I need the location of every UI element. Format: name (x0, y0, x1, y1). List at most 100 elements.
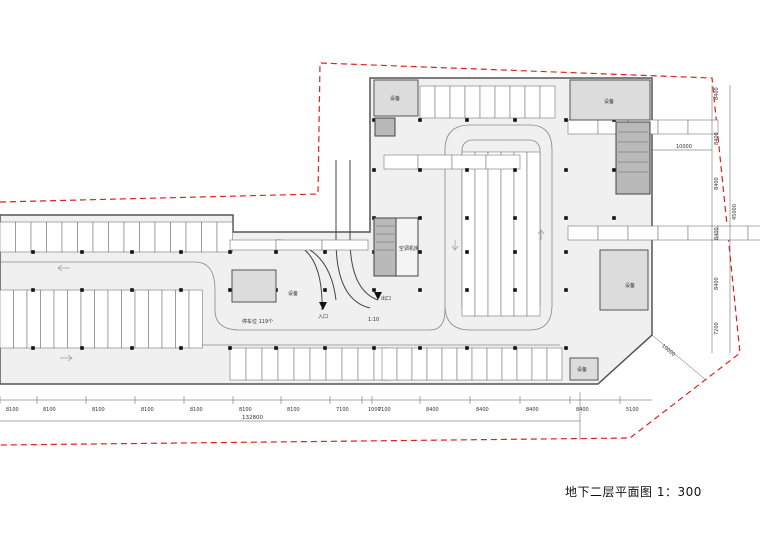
plan-title: 地下二层平面图 1：300 (565, 485, 702, 499)
parking-stall (309, 347, 327, 381)
right-dim-label: 8400 (714, 277, 720, 290)
column (418, 288, 422, 292)
parking-stall (657, 225, 689, 241)
parking-stall (747, 225, 760, 241)
column (418, 118, 422, 122)
parking-stall (341, 347, 359, 381)
parking-stall (383, 154, 419, 170)
bottom-dim-label: 5100 (626, 407, 639, 413)
parking-stall (293, 347, 311, 381)
parking-stall (494, 85, 511, 119)
bottom-dim-label: 8100 (190, 407, 203, 413)
parking-stall (201, 221, 218, 253)
air-room-label: 空调机房 (399, 245, 419, 252)
parking-stall (486, 347, 503, 381)
column (80, 250, 84, 254)
parking-stall (30, 221, 47, 253)
column (465, 288, 469, 292)
parking-stall (139, 221, 156, 253)
column (465, 216, 469, 220)
parking-stall (216, 221, 233, 253)
parking-stall (108, 221, 125, 253)
bottom-dim-label: 8100 (287, 407, 300, 413)
parking-stall (121, 289, 136, 349)
bottom-dim-label: 8400 (526, 407, 539, 413)
parking-stall (229, 239, 277, 251)
column (564, 118, 568, 122)
entrance-arrow-icon (319, 302, 327, 310)
right-dim-label: 8400 (714, 177, 720, 190)
parking-stall (123, 221, 140, 253)
bottom-dim-label: 8100 (239, 407, 252, 413)
exit-arrow-icon (374, 292, 382, 300)
parking-stall (148, 289, 163, 349)
column (465, 346, 469, 350)
diag-dimension (651, 334, 707, 381)
parking-stall (417, 154, 453, 170)
right-dim-label: 8400 (714, 227, 720, 240)
column (564, 250, 568, 254)
parking-stall (357, 347, 375, 381)
parking-stall (546, 347, 563, 381)
parking-stall (53, 289, 68, 349)
parking-stall (161, 289, 176, 349)
parking-stall (26, 289, 41, 349)
parking-stall (485, 154, 521, 170)
parking-stall (464, 85, 481, 119)
bottom-dim-label: 8400 (426, 407, 439, 413)
parking-stall (229, 347, 247, 381)
right-dim-label: 7200 (714, 322, 720, 335)
parking-stall (411, 347, 428, 381)
column (372, 346, 376, 350)
parking-stall (13, 289, 28, 349)
column (130, 346, 134, 350)
column (228, 346, 232, 350)
parking-stall (80, 289, 95, 349)
equipment-rooms (231, 79, 651, 381)
parking-stall (170, 221, 187, 253)
parking-stall (524, 85, 541, 119)
parking-stall (471, 347, 488, 381)
column (418, 250, 422, 254)
bottom-dim-label: 8100 (141, 407, 154, 413)
parking-stall (61, 221, 78, 253)
column (418, 216, 422, 220)
column (228, 288, 232, 292)
column (372, 288, 376, 292)
parking-stall (134, 289, 149, 349)
equip-label-1: 设备 (390, 95, 400, 102)
parking-stall (46, 221, 63, 253)
parking-stall (516, 347, 533, 381)
parking-stall (474, 151, 489, 317)
column (80, 346, 84, 350)
column (612, 216, 616, 220)
bottom-dim-label: 8400 (576, 407, 589, 413)
flow-arrows (57, 229, 545, 362)
diag-dim-label: 10000 (660, 343, 676, 358)
parking-stall (687, 119, 719, 135)
bottom-dim-label: 7100 (378, 407, 391, 413)
column (465, 250, 469, 254)
parking-stall (627, 225, 659, 241)
bottom-dim-label: 7100 (336, 407, 349, 413)
parking-stall (487, 151, 502, 317)
column (130, 288, 134, 292)
parking-stall (567, 119, 599, 135)
parking-stall (381, 347, 398, 381)
parking-stall (597, 225, 629, 241)
column (31, 250, 35, 254)
column (564, 346, 568, 350)
parking-stall (15, 221, 32, 253)
parking-stall (92, 221, 109, 253)
parking-stall (434, 85, 451, 119)
parking-stall (449, 85, 466, 119)
column (323, 288, 327, 292)
right-dim-label: 8400 (714, 132, 720, 145)
parking-stall (188, 289, 203, 349)
parking-stall (321, 239, 369, 251)
column (564, 168, 568, 172)
parking-count-label: 停车位 119个 (242, 318, 273, 325)
column (31, 346, 35, 350)
